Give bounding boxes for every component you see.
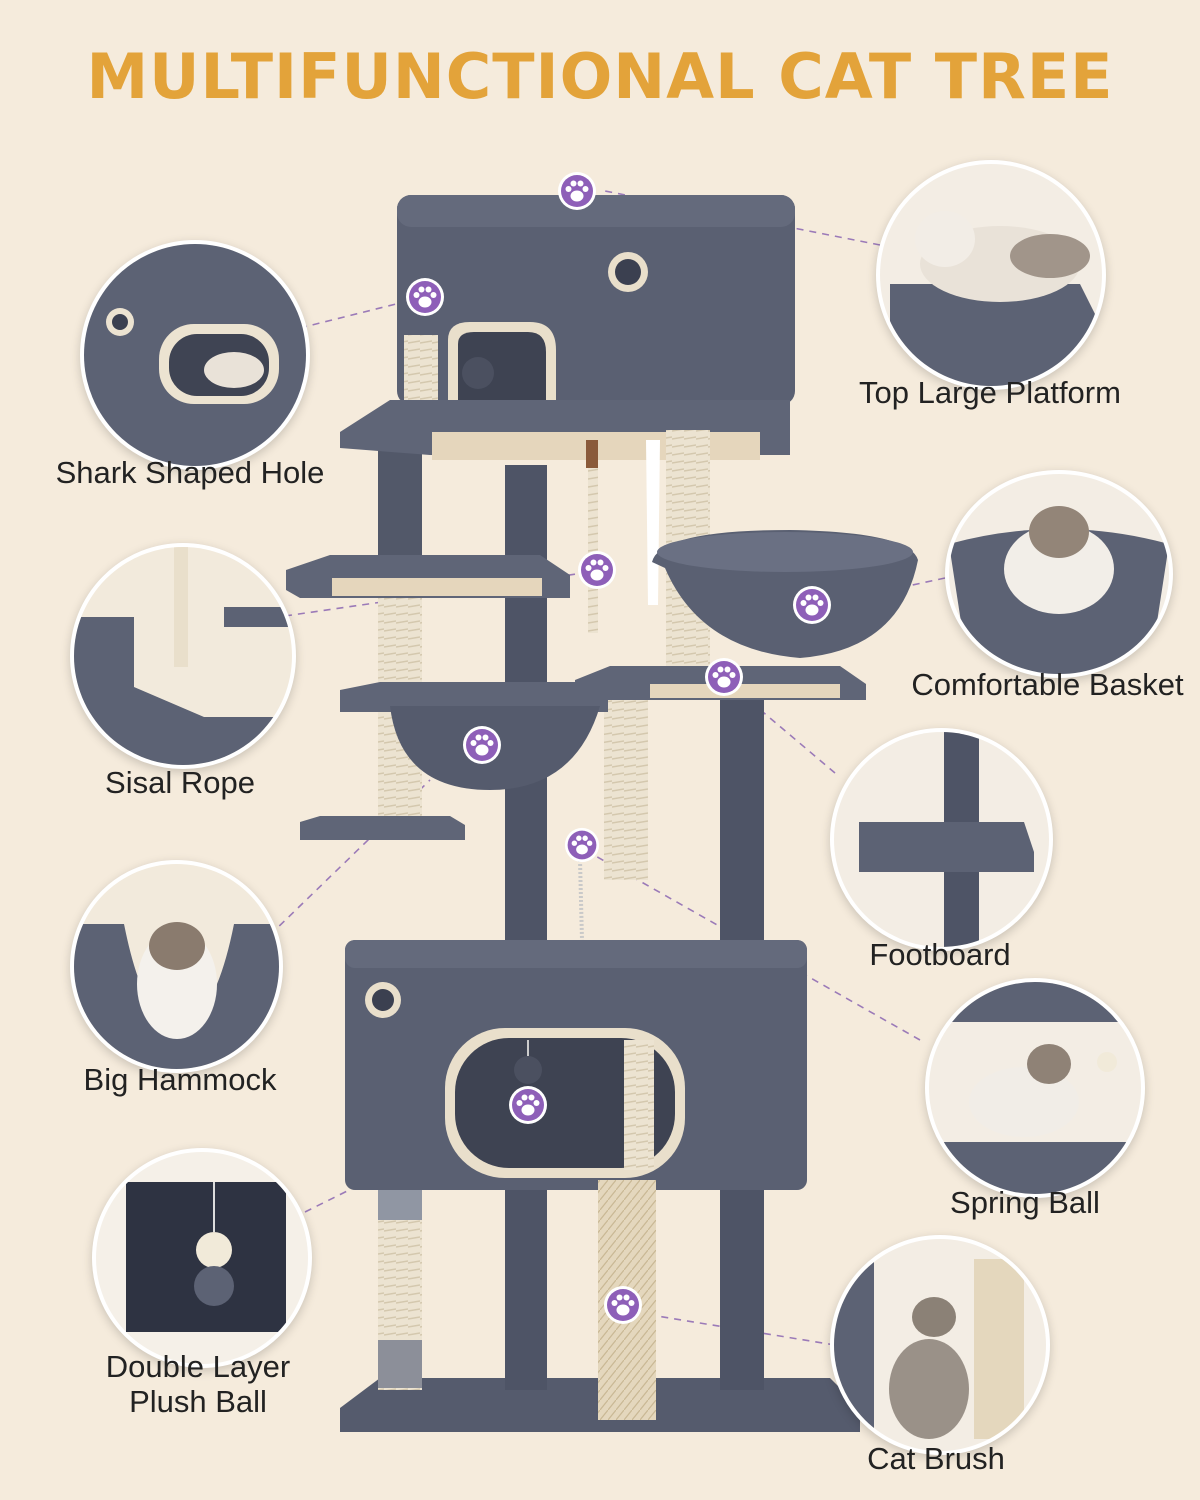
feature-label: Spring Ball: [950, 1185, 1100, 1220]
paw-icon: [564, 827, 600, 863]
step-platform: [300, 816, 465, 840]
feature-label: Double Layer Plush Ball: [48, 1349, 348, 1419]
footboard-photo: [830, 728, 1053, 951]
feature-label: Shark Shaped Hole: [55, 455, 325, 490]
paw-icon: [406, 278, 444, 316]
sisal-rope-photo: [70, 543, 296, 769]
page-title: MULTIFUNCTIONAL CAT TREE: [86, 40, 1114, 113]
lower-opening: [455, 1038, 675, 1168]
paw-icon: [705, 658, 743, 696]
paw-icon: [558, 172, 596, 210]
feature-label: Footboard: [869, 937, 1011, 972]
big-hammock-photo: [70, 860, 283, 1073]
feature-label: Comfortable Basket: [911, 667, 1184, 702]
center-post: [505, 465, 547, 1390]
hanging-ball: [462, 357, 494, 389]
shark-hole-photo: [80, 240, 310, 470]
paw-icon: [578, 551, 616, 589]
feature-label-line: Plush Ball: [129, 1383, 267, 1419]
paw-icon: [793, 586, 831, 624]
hanging-sisal-rope: [588, 468, 598, 633]
feature-label: Cat Brush: [867, 1441, 1005, 1476]
center-sisal-post: [604, 690, 648, 880]
cat-brush-photo: [830, 1235, 1050, 1455]
plush-ball: [514, 1056, 542, 1084]
feature-label-line: Double Layer: [105, 1349, 291, 1384]
feature-label: Top Large Platform: [859, 375, 1121, 410]
plush-ball-photo: [92, 1148, 312, 1368]
feature-label: Sisal Rope: [105, 765, 255, 800]
top-platform-photo: [876, 160, 1106, 390]
spring-ball-photo: [925, 978, 1145, 1198]
basket-photo: [945, 470, 1173, 678]
paw-icon: [604, 1286, 642, 1324]
feature-label: Big Hammock: [83, 1062, 277, 1097]
paw-icon: [463, 726, 501, 764]
paw-icon: [509, 1086, 547, 1124]
